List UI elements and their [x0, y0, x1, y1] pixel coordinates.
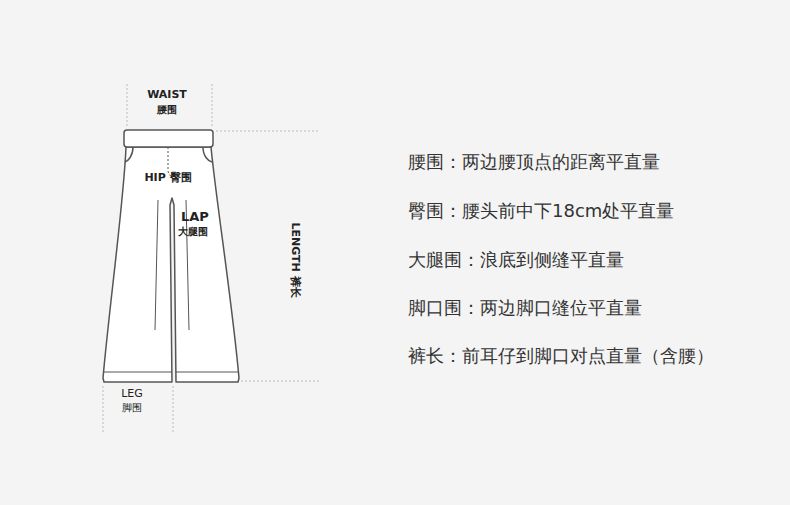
- dimension-label: WAIST: [147, 89, 187, 101]
- hem: [176, 372, 238, 373]
- dimension-guides: [103, 84, 320, 432]
- leg-guide: [103, 386, 104, 432]
- leg-guide: [173, 386, 174, 432]
- measure-note: 大腿围：浪底到侧缝平直量: [408, 250, 624, 270]
- length-guide: [241, 381, 320, 382]
- pocket: [125, 147, 133, 162]
- waist-guide: [127, 84, 128, 128]
- crease: [155, 200, 158, 330]
- pants-outline: [103, 130, 239, 382]
- pocket: [203, 147, 212, 162]
- dimension-label: LAP: [181, 210, 209, 224]
- waist-guide: [212, 84, 213, 128]
- dimension-label: 大腿围: [178, 226, 208, 237]
- measure-note: 臀围：腰头前中下18cm处平直量: [408, 201, 674, 221]
- hem: [104, 372, 172, 373]
- measure-note: 裤长：前耳仔到脚口对点直量（含腰）: [408, 346, 714, 366]
- measure-note: 脚口围：两边脚口缝位平直量: [408, 298, 642, 318]
- dimension-label: 腰围: [157, 104, 177, 115]
- measure-note: 腰围：两边腰顶点的距离平直量: [408, 152, 660, 172]
- dimension-label: 脚围: [122, 402, 142, 413]
- dimension-label: HIP 臀围: [144, 172, 191, 184]
- pants-body: [103, 147, 239, 382]
- waistband: [124, 130, 213, 147]
- length-guide: [216, 131, 320, 132]
- dimension-label: LEG: [121, 388, 143, 400]
- dimension-label: LENGTH 裤长: [289, 222, 301, 297]
